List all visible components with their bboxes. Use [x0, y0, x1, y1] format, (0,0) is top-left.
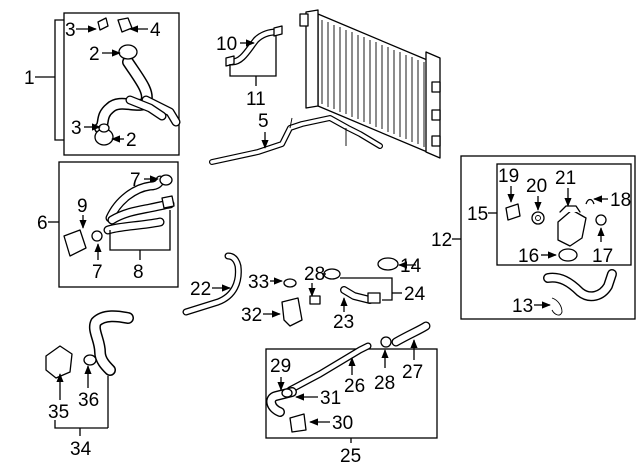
coolant-pipe-assembly	[266, 321, 431, 433]
group-12-box	[460, 155, 636, 320]
callout-6: 6	[37, 213, 48, 234]
callout-20: 20	[526, 176, 547, 197]
callout-5: 5	[258, 111, 269, 132]
callout-28-top: 28	[304, 264, 325, 285]
upper-hose-assembly	[94, 17, 181, 146]
callout-21: 21	[555, 168, 576, 189]
callout-28-bottom: 28	[374, 373, 395, 394]
callout-3-bottom: 3	[71, 118, 82, 139]
callout-17: 17	[592, 246, 613, 267]
radiator	[299, 9, 441, 159]
callout-33: 33	[248, 272, 269, 293]
callout-11: 11	[246, 89, 266, 110]
callout-10: 10	[216, 34, 237, 55]
callout-18: 18	[610, 190, 631, 211]
callout-24: 24	[404, 284, 426, 305]
callout-12: 12	[431, 230, 452, 251]
hose-22	[182, 252, 242, 316]
heater-hose-13	[543, 269, 617, 316]
thermostat-assembly	[505, 198, 607, 262]
group-1-box	[63, 12, 180, 156]
callout-14: 14	[400, 256, 422, 277]
center-parts	[281, 257, 399, 327]
callout-2-bottom: 2	[126, 130, 137, 151]
group-12-inner-box	[496, 163, 632, 266]
lower-hose-left	[45, 310, 134, 379]
callout-1: 1	[24, 68, 35, 89]
callout-27: 27	[402, 362, 423, 383]
callout-23: 23	[333, 312, 354, 333]
callout-2-top: 2	[89, 44, 100, 65]
callout-36: 36	[78, 390, 99, 411]
bypass-hose	[225, 25, 283, 67]
callout-31: 31	[320, 388, 341, 409]
callout-25: 25	[340, 446, 361, 467]
callout-32: 32	[241, 305, 262, 326]
callout-19: 19	[498, 166, 519, 187]
callout-35: 35	[48, 402, 69, 423]
callout-29: 29	[270, 356, 291, 377]
callout-16: 16	[518, 246, 539, 267]
callout-15: 15	[467, 204, 488, 225]
callout-34: 34	[70, 439, 92, 460]
coolant-pipe	[209, 115, 383, 165]
callout-9: 9	[77, 196, 88, 217]
callout-4: 4	[150, 20, 161, 41]
callout-13: 13	[512, 296, 533, 317]
callout-7-top: 7	[130, 170, 141, 191]
callout-30: 30	[332, 413, 353, 434]
callout-22: 22	[190, 279, 211, 300]
callout-3-top: 3	[65, 20, 76, 41]
callout-8: 8	[133, 262, 144, 283]
callout-26: 26	[344, 376, 365, 397]
thermostat-housing-assembly	[63, 174, 175, 257]
group-6-box	[58, 161, 179, 288]
callout-7-bottom: 7	[92, 262, 103, 283]
